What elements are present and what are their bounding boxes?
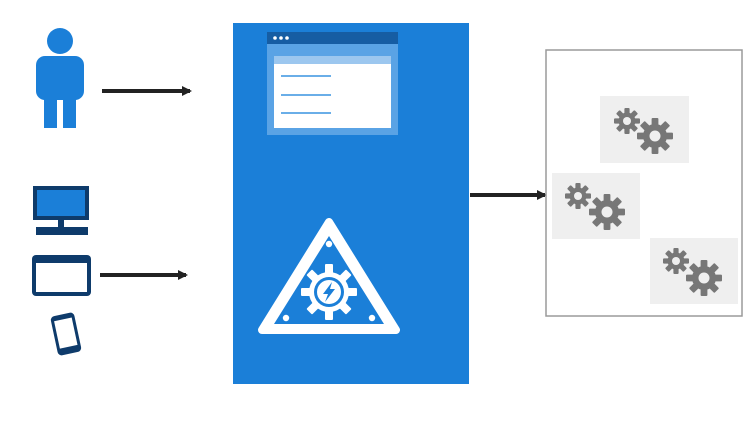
desktop-monitor-icon <box>33 186 89 235</box>
gears-icon <box>552 173 640 239</box>
browser-window-icon <box>32 255 91 296</box>
web-app-window-icon <box>267 32 398 135</box>
gear-lightning-triangle-icon <box>258 218 400 334</box>
person-icon <box>36 28 84 128</box>
gears-icon <box>650 238 738 304</box>
smartphone-icon <box>50 312 82 356</box>
gears-icon <box>600 96 689 163</box>
